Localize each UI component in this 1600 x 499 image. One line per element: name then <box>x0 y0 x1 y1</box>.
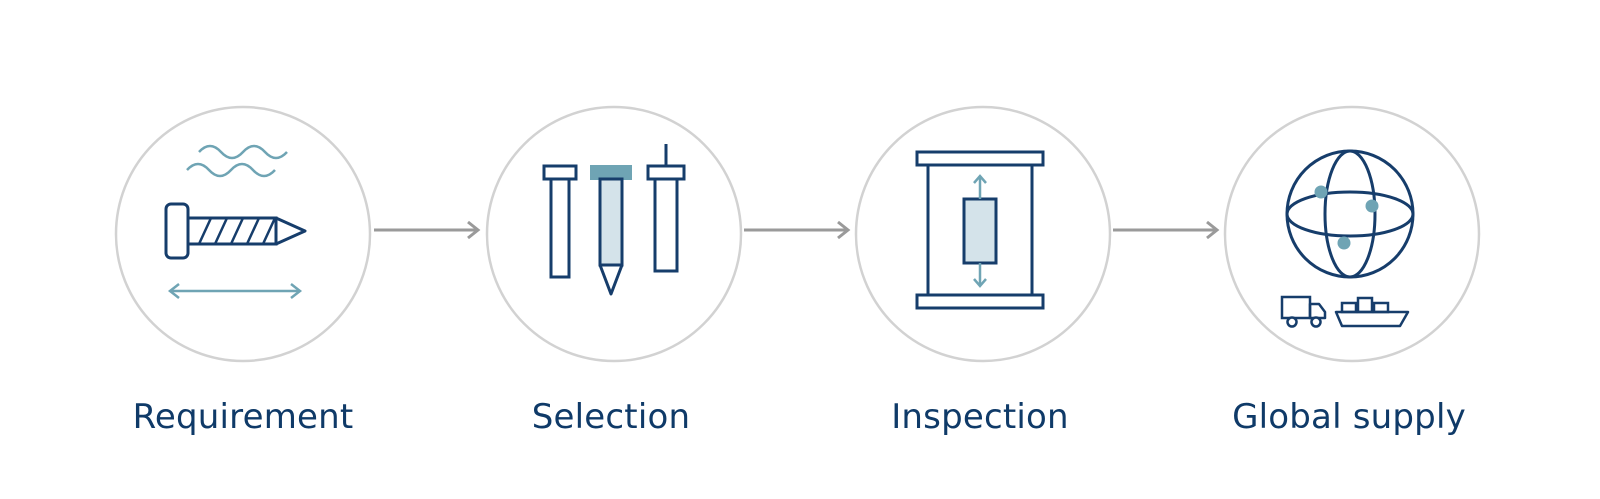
step-label-global-supply: Global supply <box>1232 397 1466 437</box>
step-requirement <box>113 104 373 364</box>
fastener-selection-icon <box>485 105 743 363</box>
arrow-icon <box>744 220 851 240</box>
screw-icon <box>114 105 372 363</box>
arrow-icon <box>374 220 481 240</box>
globe-shipping-icon <box>1223 105 1481 363</box>
step-selection <box>484 104 744 364</box>
step-label-inspection: Inspection <box>891 397 1069 437</box>
step-label-selection: Selection <box>531 397 691 437</box>
arrow-icon <box>1113 220 1220 240</box>
step-global-supply <box>1222 104 1482 364</box>
step-label-requirement: Requirement <box>132 397 354 437</box>
tensile-test-icon <box>854 105 1112 363</box>
step-inspection <box>853 104 1113 364</box>
